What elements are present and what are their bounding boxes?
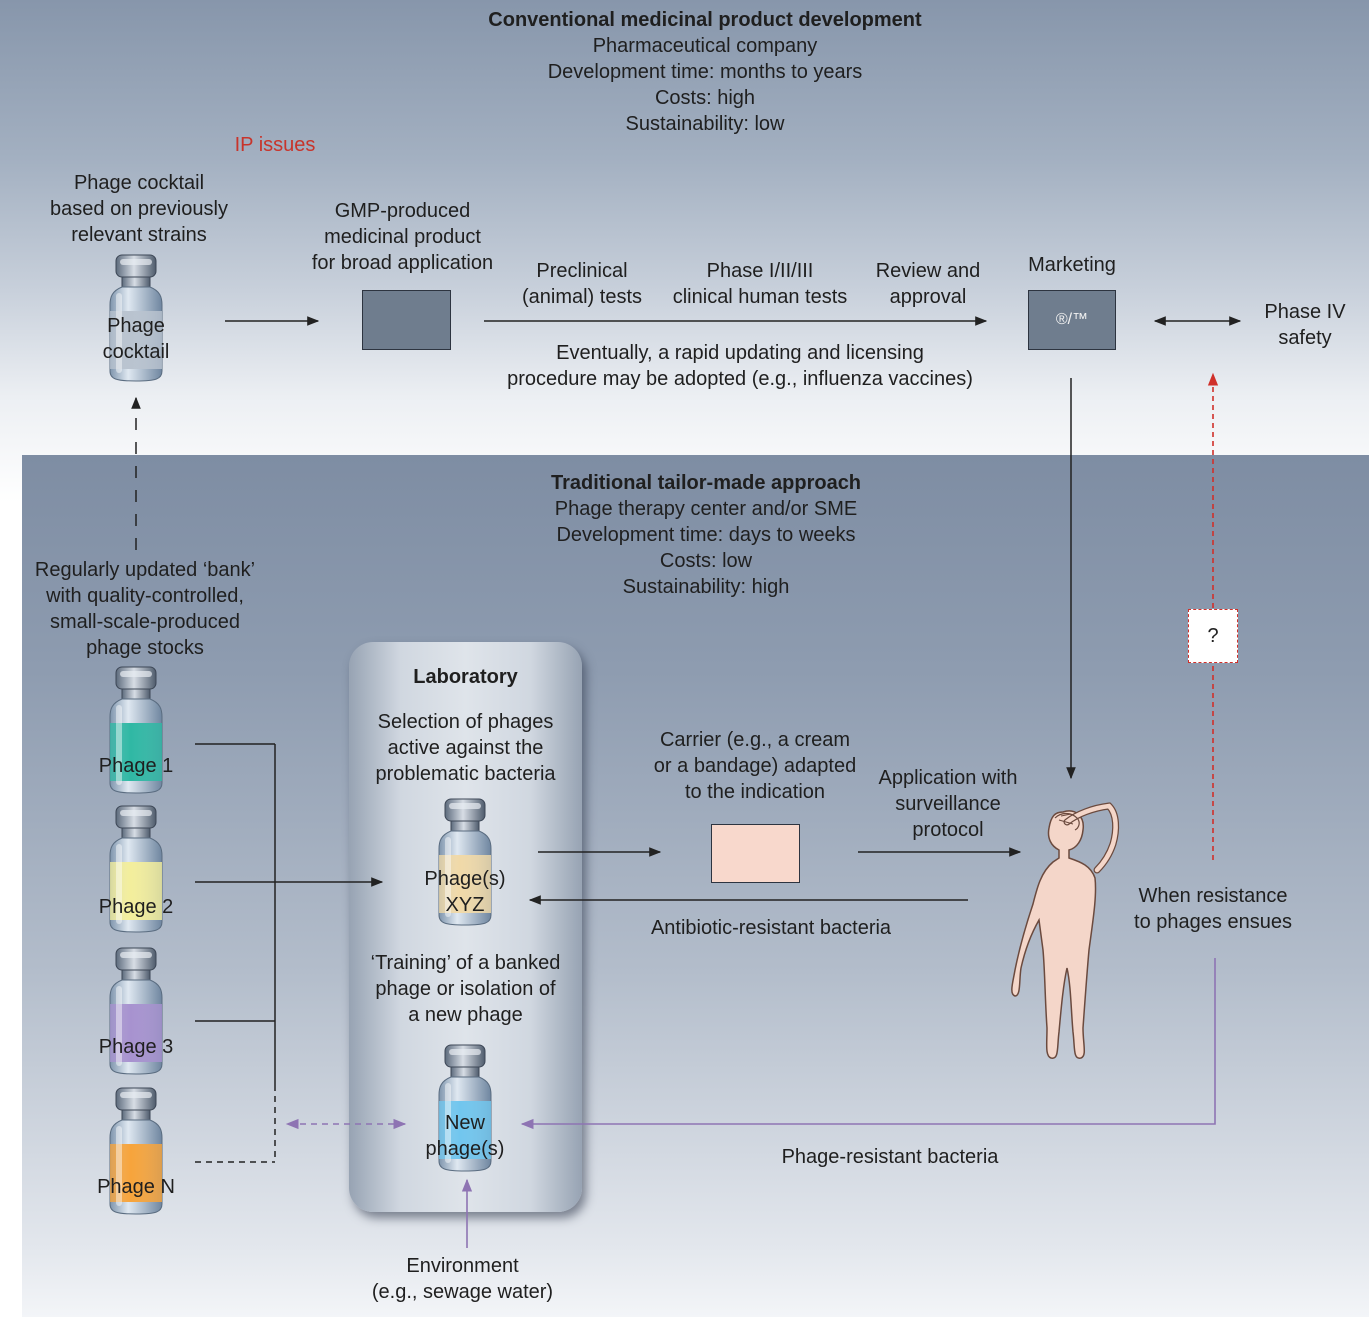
patient-figure	[1011, 802, 1120, 1059]
new-phage-line2: phage(s)	[425, 1138, 505, 1160]
cocktail-caption-line1: Phage cocktail	[73, 172, 205, 194]
gmp-line2: medicinal product	[324, 226, 481, 248]
ip-issues-label: IP issues	[234, 134, 316, 156]
laboratory-title: Laboratory	[413, 666, 518, 688]
training-line2: phage or isolation of	[375, 978, 556, 1000]
training-line1: ‘Training’ of a banked	[370, 952, 561, 974]
bank-line1: Regularly updated ‘bank’	[34, 559, 256, 581]
phage-2-vial	[108, 804, 164, 934]
traditional-line2: Development time: days to weeks	[556, 524, 856, 546]
training-line3: a new phage	[408, 1004, 523, 1026]
rapid-line1: Eventually, a rapid updating and licensi…	[556, 342, 924, 364]
phage-1-label: Phage 1	[98, 755, 174, 777]
phage-xyz-vial	[437, 797, 493, 927]
conventional-line4: Sustainability: low	[625, 113, 785, 135]
environment-line1: Environment	[406, 1255, 519, 1277]
gmp-product-box	[362, 290, 451, 350]
bank-line3: small-scale-produced	[49, 611, 241, 633]
phase4-line2: safety	[1278, 327, 1332, 349]
new-phage-vial	[437, 1043, 493, 1173]
phage-2-label: Phage 2	[98, 896, 174, 918]
application-line3: protocol	[912, 819, 984, 841]
carrier-box	[711, 824, 800, 883]
tailor-made-panel	[22, 455, 1369, 1317]
carrier-line1: Carrier (e.g., a cream	[659, 729, 851, 751]
selection-line1: Selection of phages	[377, 711, 554, 733]
new-phage-line1: New	[444, 1112, 485, 1134]
antibiotic-resistant-label: Antibiotic-resistant bacteria	[650, 917, 892, 939]
application-line2: surveillance	[895, 793, 1001, 815]
carrier-line3: to the indication	[684, 781, 826, 803]
traditional-line4: Sustainability: high	[622, 576, 790, 598]
phage-n-label: Phage N	[97, 1176, 175, 1198]
selection-line2: active against the	[387, 737, 544, 759]
bank-line4: phage stocks	[86, 637, 204, 659]
traditional-line1: Phage therapy center and/or SME	[554, 498, 858, 520]
arrow-resistance-to-new-phage	[520, 958, 1216, 1130]
conventional-title: Conventional medicinal product developme…	[488, 9, 922, 31]
cocktail-vial-line1: Phage	[107, 315, 165, 337]
trademark-label: ®/™	[1055, 311, 1089, 328]
phage-cocktail-vial	[108, 253, 164, 383]
environment-line2: (e.g., sewage water)	[371, 1281, 554, 1303]
application-line1: Application with	[878, 767, 1018, 789]
selection-line3: problematic bacteria	[375, 763, 556, 785]
conventional-line2: Development time: months to years	[547, 61, 863, 83]
marketing-box: ®/™	[1028, 290, 1116, 350]
phage-n-vial	[108, 1086, 164, 1216]
resistance-line1: When resistance	[1138, 885, 1288, 907]
traditional-title: Traditional tailor-made approach	[550, 472, 862, 494]
phage-3-vial	[108, 946, 164, 1076]
gmp-line3: for broad application	[311, 252, 494, 274]
marketing-label: Marketing	[1028, 254, 1116, 276]
preclinical-line1: Preclinical	[536, 260, 628, 282]
cocktail-caption-line3: relevant strains	[71, 224, 207, 246]
conventional-line1: Pharmaceutical company	[592, 35, 818, 57]
cocktail-caption-line2: based on previously	[50, 198, 228, 220]
question-mark: ?	[1207, 625, 1219, 647]
phase4-line1: Phase IV	[1264, 301, 1346, 323]
phage-resistant-label: Phage-resistant bacteria	[781, 1146, 999, 1168]
phage-3-label: Phage 3	[98, 1036, 174, 1058]
phase123-line2: clinical human tests	[672, 286, 848, 308]
review-line1: Review and	[875, 260, 981, 282]
preclinical-line2: (animal) tests	[521, 286, 643, 308]
rapid-line2: procedure may be adopted (e.g., influenz…	[507, 368, 973, 390]
carrier-line2: or a bandage) adapted	[653, 755, 857, 777]
gmp-line1: GMP-produced	[334, 200, 471, 222]
question-box: ?	[1188, 609, 1238, 663]
phase123-line1: Phase I/II/III	[706, 260, 814, 282]
traditional-line3: Costs: low	[659, 550, 753, 572]
xyz-line2: XYZ	[445, 894, 485, 916]
cocktail-vial-line2: cocktail	[102, 341, 170, 363]
phage-1-vial	[108, 665, 164, 795]
review-line2: approval	[889, 286, 967, 308]
resistance-line2: to phages ensues	[1134, 911, 1292, 933]
bank-line2: with quality-controlled,	[46, 585, 244, 607]
xyz-line1: Phage(s)	[424, 868, 506, 890]
conventional-line3: Costs: high	[654, 87, 756, 109]
